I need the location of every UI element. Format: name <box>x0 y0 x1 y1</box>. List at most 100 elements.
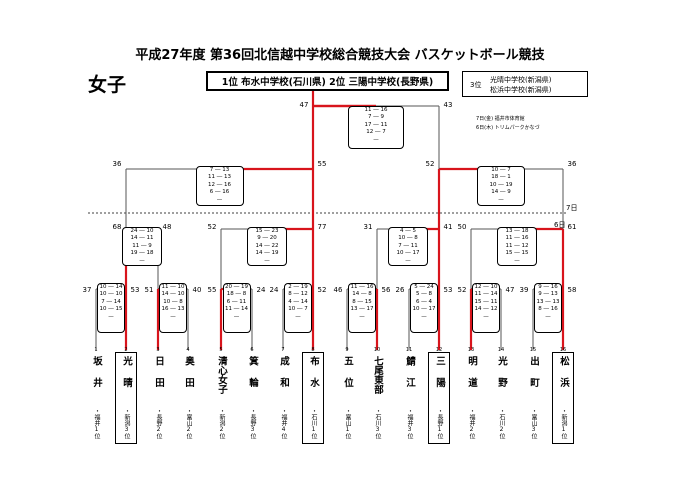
quarter-score: 10 ― 19 <box>489 181 513 188</box>
quarter-score: 2 ― 19 <box>288 284 308 290</box>
overtime-placeholder: — <box>139 257 145 264</box>
overtime-placeholder: — <box>295 313 301 320</box>
third-place-team-2: 松浜中学校(新潟県) <box>490 86 552 94</box>
quarter-score: 10 ― 17 <box>396 250 420 257</box>
match-score: 77 <box>317 223 327 231</box>
match-score: 36 <box>567 160 577 168</box>
match-score: 31 <box>363 223 373 231</box>
team-prefecture: ・福井4位 <box>280 408 287 439</box>
match-score: 58 <box>567 286 577 294</box>
quarter-score: 13 ― 17 <box>350 306 374 313</box>
quarter-score: 12 ― 7 <box>366 129 386 136</box>
team-highlight-frame <box>428 352 450 444</box>
match-score: 37 <box>82 286 92 294</box>
quarter-score: 16 ― 13 <box>161 306 185 313</box>
quarter-score: 17 ― 11 <box>364 121 388 128</box>
quarter-score: 11 ― 9 <box>132 242 152 249</box>
team-name: 光晴 <box>121 356 132 399</box>
team-prefecture: ・石川2位 <box>498 408 505 439</box>
third-place-label: 3位 <box>470 81 482 89</box>
match-score: 68 <box>112 223 122 231</box>
team-name: 日田 <box>153 356 164 399</box>
team-highlight-frame <box>552 352 574 444</box>
quarter-score: 13 ― 13 <box>536 298 560 305</box>
results-box: 1位 布水中学校(石川県) 2位 三陽中学校(長野県) <box>206 71 449 91</box>
quarter-score: 10 ― 17 <box>412 306 436 313</box>
venue-day7: 7日(金) 福井市体育館 <box>476 116 525 122</box>
team-number: 12 <box>435 347 443 353</box>
overtime-placeholder: — <box>483 313 489 320</box>
match-score: 52 <box>457 286 467 294</box>
quarter-score: 12 ― 16 <box>208 181 231 188</box>
quarter-score: 9 ― 16 <box>538 284 558 290</box>
overtime-placeholder: — <box>545 313 551 320</box>
team-number: 6 <box>250 347 254 353</box>
third-place-box: 3位 光晴中学校(新潟県) 松浜中学校(新潟県) <box>462 71 588 97</box>
match-score: 53 <box>443 286 453 294</box>
match-score: 51 <box>144 286 154 294</box>
team-prefecture: ・富山3位 <box>530 408 537 439</box>
quarter-score: 9 ― 13 <box>538 291 558 298</box>
quarter-score: 10 ― 14 <box>99 284 123 290</box>
quarter-score: 11 ― 14 <box>225 306 248 313</box>
overtime-placeholder: — <box>108 313 114 320</box>
match-score: 52 <box>425 160 435 168</box>
match-score: 46 <box>333 286 343 294</box>
quarter-score: 11 ― 16 <box>505 235 529 242</box>
team-prefecture: ・新潟2位 <box>218 408 225 439</box>
team-number: 10 <box>373 347 381 353</box>
team-highlight-frame <box>302 352 324 444</box>
match-score: 56 <box>381 286 391 294</box>
team-prefecture: ・福井2位 <box>468 408 475 439</box>
quarter-score: 4 ― 14 <box>288 298 308 305</box>
quarter-score: 5 ― 8 <box>416 291 432 298</box>
quarter-score: 11 ― 16 <box>364 107 388 113</box>
team-number: 8 <box>311 347 315 353</box>
quarter-score: 7 ― 9 <box>368 114 384 121</box>
quarter-score: 7 ― 11 <box>398 242 418 249</box>
day6-label: 6日 <box>554 221 566 229</box>
overtime-placeholder: — <box>359 313 365 320</box>
quarter-score: 18 ― 8 <box>226 291 247 298</box>
team-name: 布水 <box>308 356 319 399</box>
overtime-placeholder: — <box>233 313 240 320</box>
match-score: 48 <box>162 223 172 231</box>
day7-label: 7日 <box>566 204 578 212</box>
team-name: 奥田 <box>183 356 194 399</box>
team-name: 光野 <box>496 356 507 399</box>
quarter-score: 11 ― 16 <box>350 284 374 290</box>
team-number: 5 <box>219 347 223 353</box>
match-score: 55 <box>317 160 327 168</box>
team-prefecture: ・新潟1位 <box>560 408 567 439</box>
team-number: 1 <box>94 347 98 353</box>
quarter-score: 14 ― 12 <box>474 306 498 313</box>
overtime-placeholder: — <box>170 313 176 320</box>
match-score: 50 <box>457 223 467 231</box>
match-score: 52 <box>317 286 327 294</box>
quarter-score: 10 ― 7 <box>491 167 511 173</box>
quarter-score: 14 ― 8 <box>352 291 372 298</box>
quarter-score: 15 ― 11 <box>474 298 498 305</box>
match-score: 41 <box>443 223 453 231</box>
quarter-score: 8 ― 15 <box>352 298 372 305</box>
overtime-placeholder: — <box>421 313 427 320</box>
team-number: 13 <box>467 347 475 353</box>
quarter-score: 14 ― 22 <box>255 242 279 249</box>
team-name: 清心女子 <box>216 356 227 394</box>
quarter-score: 19 ― 18 <box>130 250 154 257</box>
quarter-score: 15 ― 15 <box>505 250 529 257</box>
match-score: 43 <box>443 101 453 109</box>
team-prefecture: ・石川1位 <box>310 408 317 439</box>
quarter-score: 10 ― 15 <box>99 306 123 313</box>
team-name: 成和 <box>278 356 289 399</box>
quarter-score: 20 ― 19 <box>225 284 248 290</box>
